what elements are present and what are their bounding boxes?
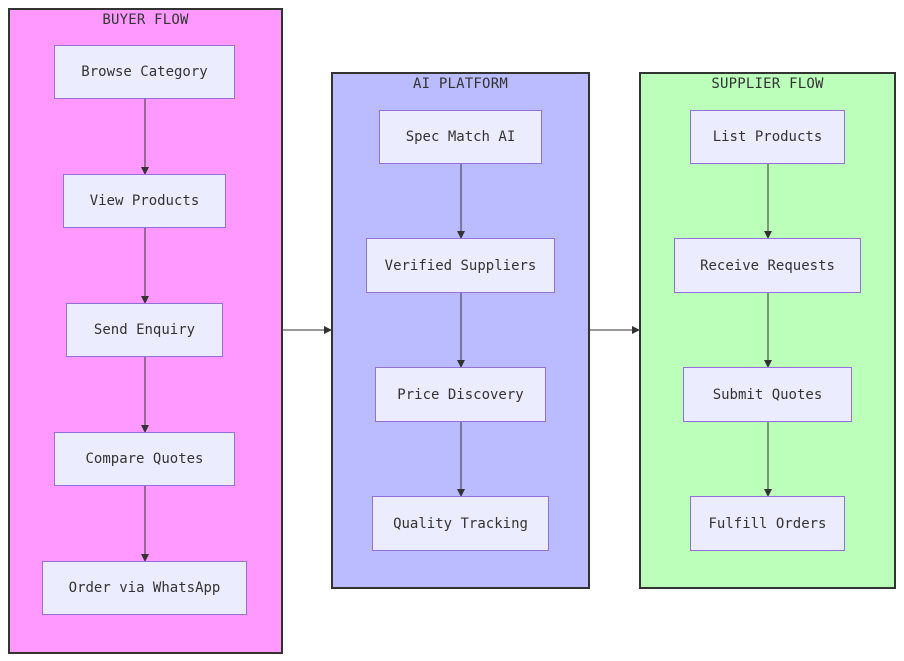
buyer-flow-title: BUYER FLOW [102,12,189,28]
node-send-enquiry: Send Enquiry [66,303,223,357]
ai-platform-title: AI PLATFORM [413,76,508,92]
node-compare-quotes: Compare Quotes [54,432,235,486]
node-submit-quotes: Submit Quotes [683,367,852,422]
supplier-flow-title: SUPPLIER FLOW [711,76,824,92]
node-fulfill-orders: Fulfill Orders [690,496,845,551]
node-view-products: View Products [63,174,226,228]
node-price-discovery: Price Discovery [375,367,546,422]
node-spec-match-ai: Spec Match AI [379,110,542,164]
node-order-via-whatsapp: Order via WhatsApp [42,561,247,615]
node-browse-category: Browse Category [54,45,235,99]
node-verified-suppliers: Verified Suppliers [366,238,555,293]
node-receive-requests: Receive Requests [674,238,861,293]
node-quality-tracking: Quality Tracking [372,496,549,551]
node-list-products: List Products [690,110,845,164]
